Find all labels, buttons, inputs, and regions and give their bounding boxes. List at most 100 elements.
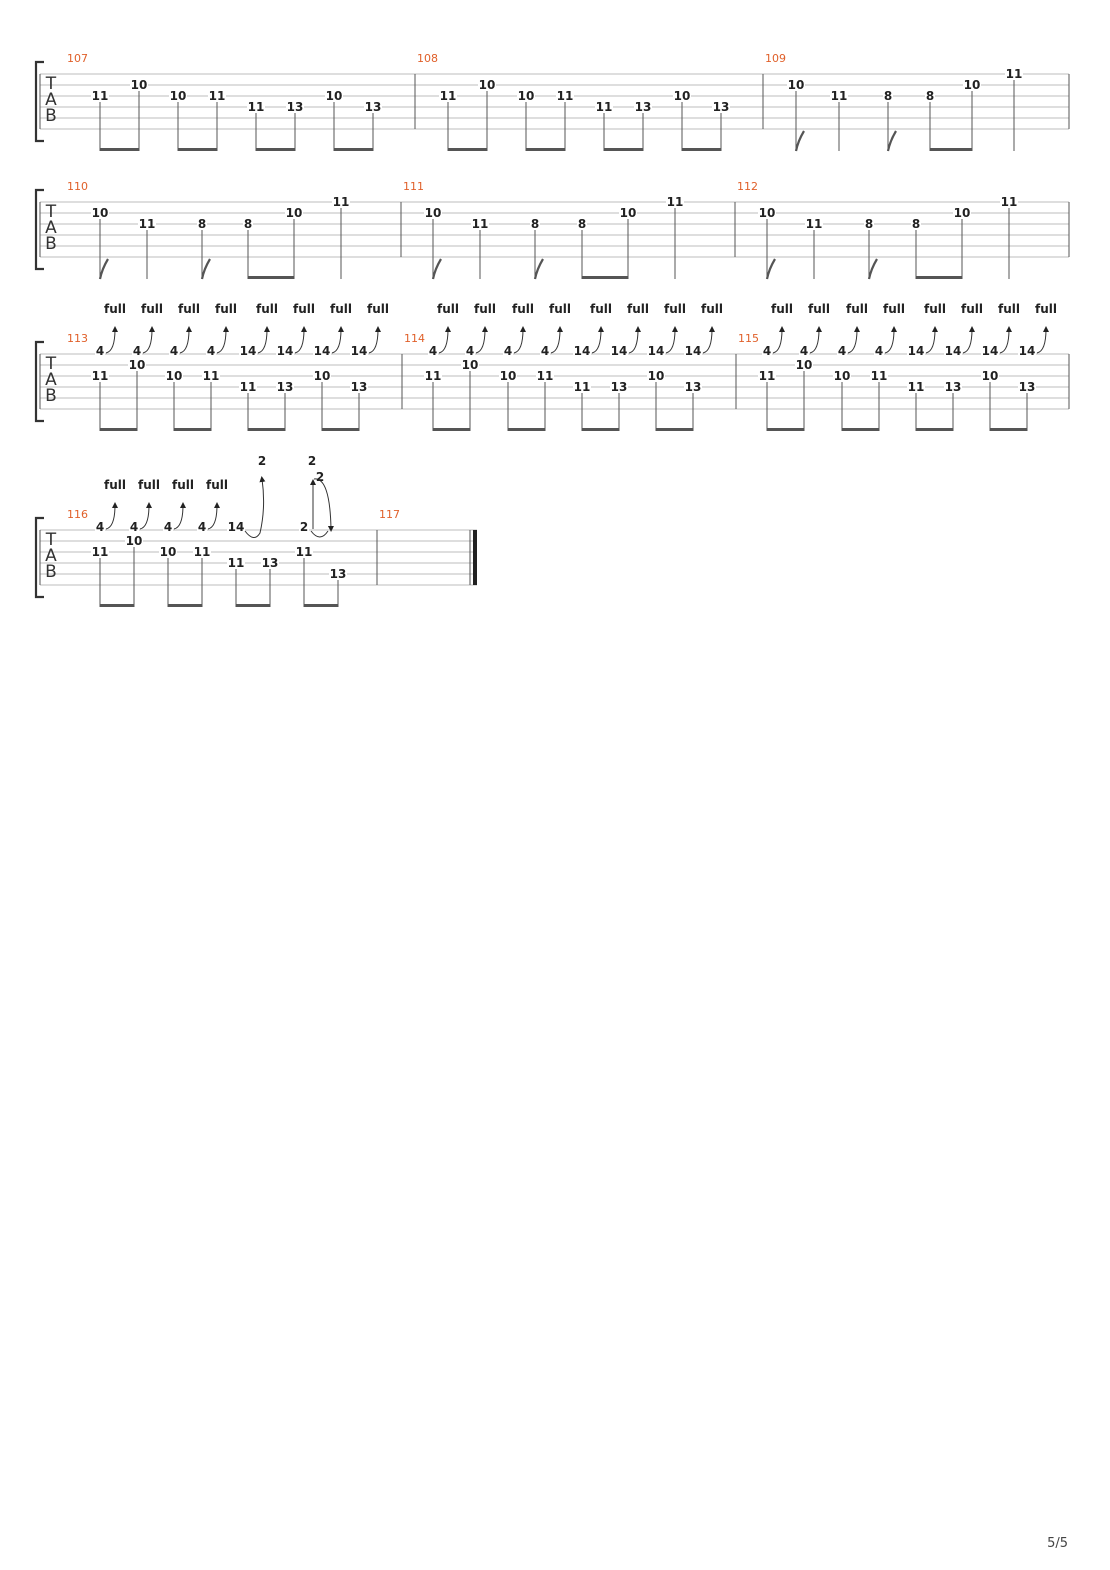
fret-bg <box>197 520 207 532</box>
bend-arrow <box>809 326 822 354</box>
fret-number: 10 <box>479 78 496 92</box>
bend-label: full <box>104 302 126 316</box>
fret-number: 10 <box>796 358 813 372</box>
measure-number: 113 <box>67 332 88 345</box>
fret-bg <box>758 369 776 381</box>
beam <box>100 604 134 607</box>
bend-fret-number: 4 <box>429 344 437 358</box>
bend-label: full <box>367 302 389 316</box>
fret-number: 11 <box>92 89 109 103</box>
fret-number: 10 <box>834 369 851 383</box>
fret-bg <box>944 380 962 392</box>
bend-arrow <box>142 326 155 354</box>
fret-number: 10 <box>518 89 535 103</box>
fret-bg <box>1005 67 1023 79</box>
fret-number: 11 <box>759 369 776 383</box>
beam <box>100 428 137 431</box>
bend-label: full <box>998 302 1020 316</box>
fret-bg <box>944 344 962 356</box>
bend-label: 2 <box>316 470 324 484</box>
fret-number: 11 <box>574 380 591 394</box>
fret-number: 8 <box>531 217 539 231</box>
fret-bg <box>573 344 591 356</box>
tab-clef-letter: A <box>45 90 57 110</box>
fret-bg <box>325 89 343 101</box>
fret-number: 11 <box>203 369 220 383</box>
system-bracket <box>34 60 44 143</box>
fret-number: 13 <box>685 380 702 394</box>
bend-fret-number: 14 <box>574 344 591 358</box>
bend-arrow <box>179 326 192 354</box>
fret-bg <box>247 100 265 112</box>
bend-fret-number: 4 <box>504 344 512 358</box>
bend-arrow <box>331 326 344 354</box>
fret-bg <box>295 545 313 557</box>
bend-label: 2 <box>258 454 266 468</box>
tab-clef-letter: T <box>45 74 57 94</box>
fret-bg <box>202 369 220 381</box>
fret-number: 10 <box>500 369 517 383</box>
beam <box>433 428 470 431</box>
system-bracket <box>34 516 44 599</box>
fret-bg <box>206 344 216 356</box>
fret-number: 10 <box>964 78 981 92</box>
fret-bg <box>364 100 382 112</box>
fret-bg <box>530 217 540 229</box>
fret-number: 11 <box>333 195 350 209</box>
bend-arrow <box>368 326 381 354</box>
bend-arrow <box>294 326 307 354</box>
bend-fret-number: 14 <box>982 344 999 358</box>
bend-fret-number: 4 <box>466 344 474 358</box>
fret-number: 10 <box>160 545 177 559</box>
measure-number: 112 <box>737 180 758 193</box>
fret-bg <box>619 206 637 218</box>
fret-number: 8 <box>912 217 920 231</box>
fret-bg <box>163 520 173 532</box>
bend-label: full <box>256 302 278 316</box>
bend-label: full <box>1035 302 1057 316</box>
fret-number: 11 <box>667 195 684 209</box>
fret-number: 11 <box>908 380 925 394</box>
fret-number: 13 <box>351 380 368 394</box>
measure-117: 117 <box>379 508 400 521</box>
fret-bg <box>129 520 139 532</box>
fret-number: 11 <box>209 89 226 103</box>
note-flag <box>794 130 805 152</box>
fret-bg <box>138 217 156 229</box>
bend-fret-number: 4 <box>96 344 104 358</box>
bend-arrow <box>847 326 860 354</box>
fret-number: 11 <box>440 89 457 103</box>
fret-bg <box>634 100 652 112</box>
beam <box>256 148 295 151</box>
fret-bg <box>907 344 925 356</box>
fret-bg <box>536 369 554 381</box>
fret-bg <box>1018 380 1036 392</box>
bend-arrow <box>513 326 526 354</box>
bend-label: full <box>206 478 228 492</box>
beam <box>100 148 139 151</box>
bend-arrow <box>665 326 678 354</box>
beam <box>248 428 285 431</box>
bend-label: full <box>771 302 793 316</box>
release-arrow <box>313 478 334 532</box>
fret-bg <box>471 217 489 229</box>
bend-fret-number: 14 <box>1019 344 1036 358</box>
fret-number: 8 <box>578 217 586 231</box>
bend-arrow <box>244 476 266 538</box>
bend-arrow <box>438 326 451 354</box>
bend-fret-number: 4 <box>96 520 104 534</box>
fret-bg <box>428 344 438 356</box>
fret-bg <box>556 89 574 101</box>
note-flag <box>867 258 878 280</box>
fret-number: 11 <box>806 217 823 231</box>
